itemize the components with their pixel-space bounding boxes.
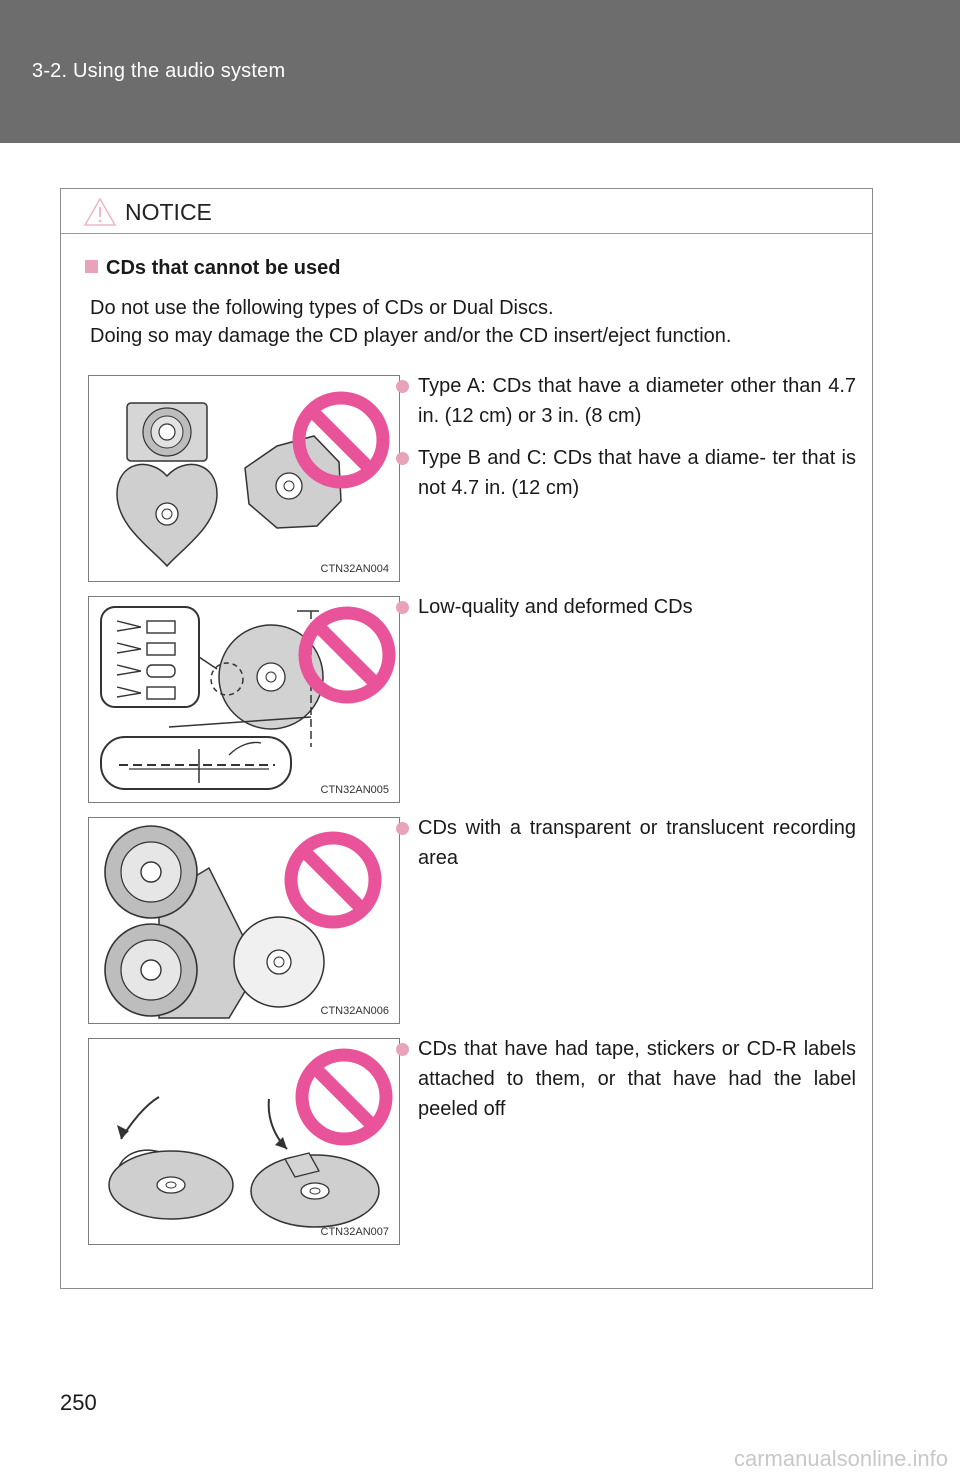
bullet-item: Type B and C: CDs that have a diame- ter… — [394, 443, 856, 503]
bullet-text: Low-quality and deformed CDs — [418, 596, 693, 618]
page-number: 250 — [60, 1390, 97, 1415]
bullet-dot-icon — [396, 452, 409, 465]
figure-code: CTN32AN005 — [320, 784, 389, 796]
watermark: carmanualsonline.info — [733, 1446, 948, 1471]
deformed-cds-illustration — [100, 606, 396, 790]
figure-odd-shaped-cds: CTN32AN004 — [88, 375, 400, 582]
bullet-dot-icon — [396, 380, 409, 393]
intro-line: Do not use the following types of CDs or… — [90, 297, 554, 319]
figure-code: CTN32AN007 — [320, 1226, 389, 1238]
figure-code: CTN32AN004 — [320, 563, 389, 575]
transparent-cds-illustration — [104, 825, 382, 1019]
bullet-list: Type A: CDs that have a diameter other t… — [394, 371, 856, 515]
section-heading: 3-2. Using the audio system — [32, 60, 286, 82]
labelled-cds-illustration — [108, 1048, 393, 1228]
intro-text: Do not use the following types of CDs or… — [90, 294, 870, 350]
figure-labelled-cds: CTN32AN007 — [88, 1038, 400, 1245]
intro-line: Doing so may damage the CD player and/or… — [90, 325, 732, 347]
bullet-dot-icon — [396, 601, 409, 614]
bullet-item: CDs that have had tape, stickers or CD-R… — [394, 1034, 856, 1124]
section-title: CDs that cannot be used — [85, 257, 340, 280]
bullet-text: Type B and C: CDs that have a diame- ter… — [418, 447, 856, 499]
notice-box: NOTICE CDs that cannot be used Do not us… — [60, 188, 873, 1289]
warning-icon — [83, 197, 117, 226]
section-title-text: CDs that cannot be used — [106, 257, 341, 279]
notice-header: NOTICE — [61, 189, 872, 234]
bullet-list: CDs with a transparent or translucent re… — [394, 813, 856, 885]
bullet-item: CDs with a transparent or translucent re… — [394, 813, 856, 873]
bullet-dot-icon — [396, 822, 409, 835]
bullet-list: Low-quality and deformed CDs — [394, 592, 856, 634]
bullet-text: CDs with a transparent or translucent re… — [418, 817, 856, 869]
figure-deformed-cds: CTN32AN005 — [88, 596, 400, 803]
bullet-list: CDs that have had tape, stickers or CD-R… — [394, 1034, 856, 1136]
figure-code: CTN32AN006 — [320, 1005, 389, 1017]
header-band: 3-2. Using the audio system — [0, 0, 960, 143]
bullet-dot-icon — [396, 1043, 409, 1056]
odd-shaped-cds-illustration — [116, 391, 390, 568]
bullet-item: Low-quality and deformed CDs — [394, 592, 856, 622]
square-bullet-icon — [85, 260, 98, 273]
bullet-text: Type A: CDs that have a diameter other t… — [418, 375, 856, 427]
figure-transparent-cds: CTN32AN006 — [88, 817, 400, 1024]
bullet-text: CDs that have had tape, stickers or CD-R… — [418, 1038, 856, 1120]
bullet-item: Type A: CDs that have a diameter other t… — [394, 371, 856, 431]
notice-title: NOTICE — [125, 199, 212, 225]
